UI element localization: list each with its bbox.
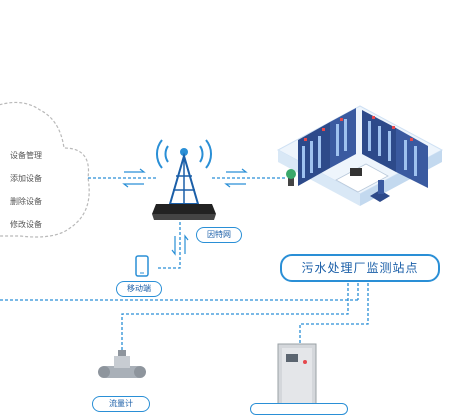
cloud-item-delete-device[interactable]: 删除设备	[10, 197, 42, 206]
internet-label: 因特网	[196, 227, 242, 243]
connection-lines	[0, 177, 369, 370]
cabinet-label-partial	[250, 403, 348, 415]
arrow-left-pair	[122, 168, 146, 188]
line-mobile-branch	[158, 258, 181, 269]
arrow-down-pair	[171, 234, 189, 256]
desk	[335, 163, 390, 202]
line-to-cabinet	[299, 278, 369, 348]
line-to-flowmeter	[121, 278, 349, 370]
arrow-right-pair	[224, 168, 248, 188]
server-racks	[298, 108, 428, 188]
flowmeter-label: 流量计	[92, 396, 150, 412]
cloud-item-device-management[interactable]: 设备管理	[10, 151, 42, 160]
station-label: 污水处理厂监测站点	[280, 254, 440, 282]
flow-meter-device	[98, 350, 146, 378]
signal-tower-icon	[152, 139, 216, 220]
plant	[286, 169, 296, 186]
datacenter-illustration	[276, 105, 444, 206]
cloud-shape	[0, 101, 90, 238]
mobile-label: 移动端	[116, 281, 162, 297]
cloud-item-modify-device[interactable]: 修改设备	[10, 220, 42, 229]
mobile-phone-icon	[135, 255, 149, 277]
cloud-item-add-device[interactable]: 添加设备	[10, 174, 42, 183]
control-cabinet	[277, 343, 317, 408]
